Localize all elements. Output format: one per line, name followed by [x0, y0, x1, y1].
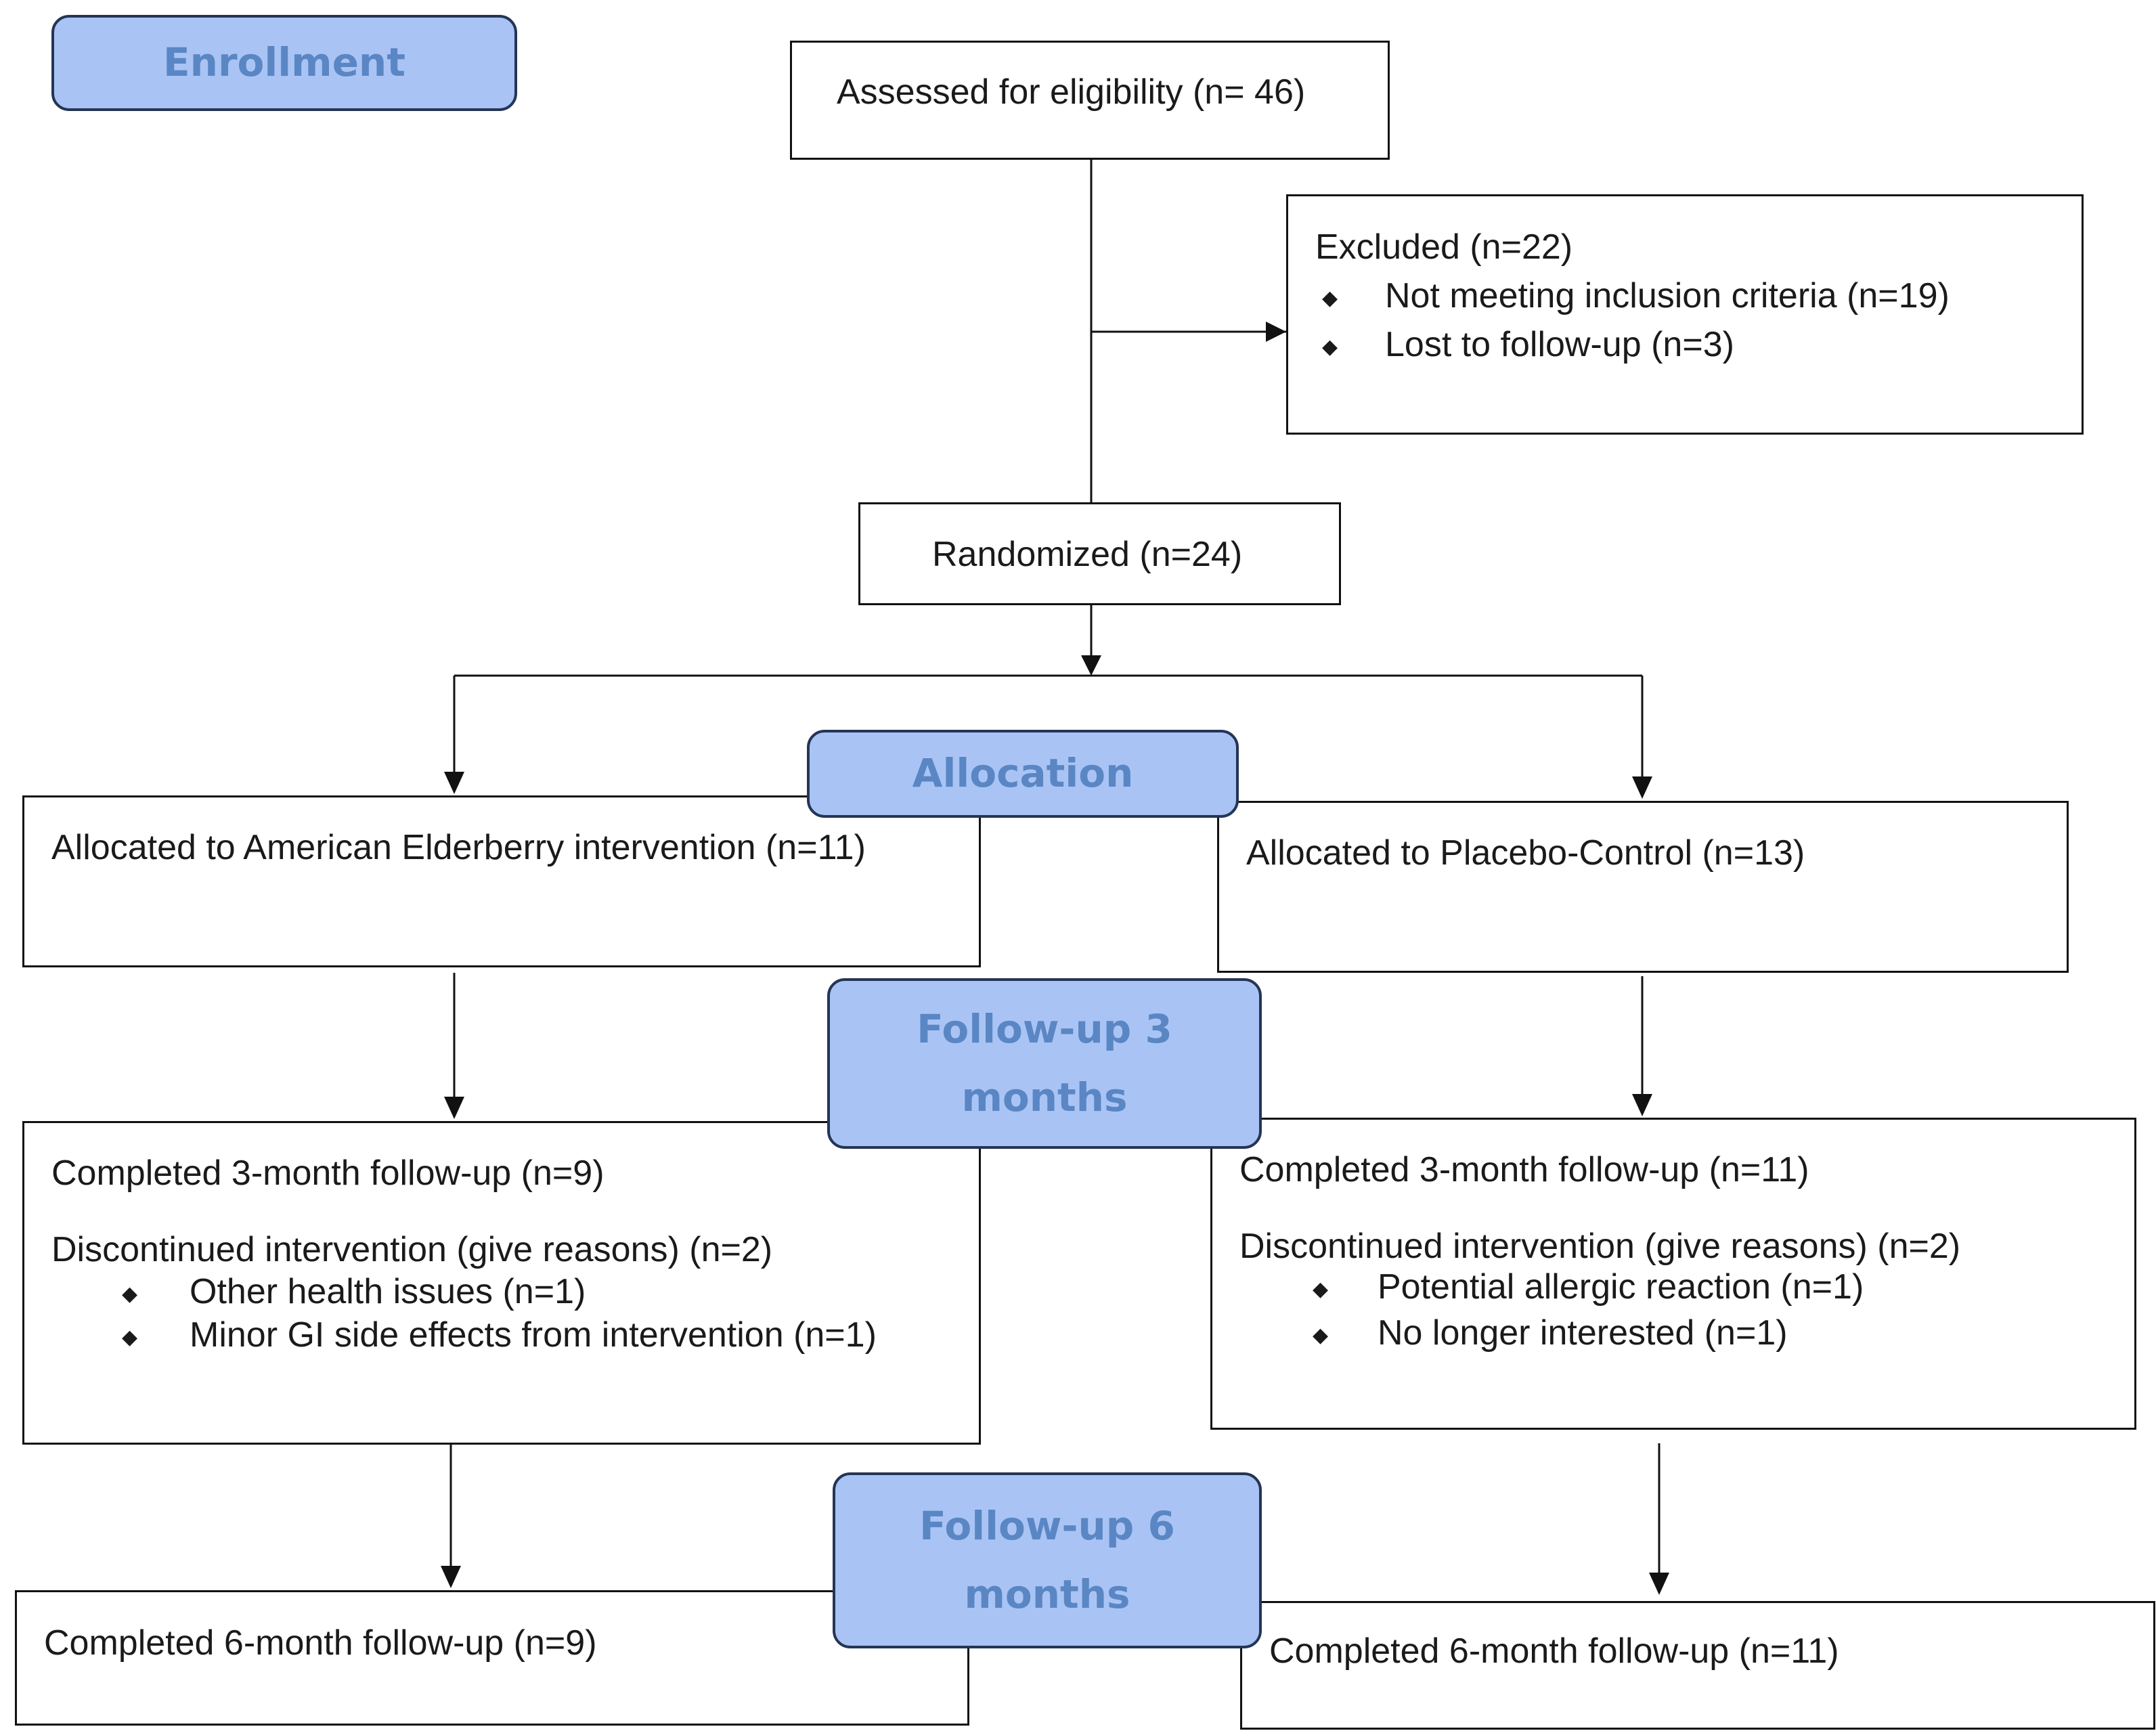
bullet-icon: ◆ — [1322, 287, 1338, 309]
assessed-text: Assessed for eligibility (n= 46) — [837, 72, 1306, 112]
randomized-box: Randomized (n=24) — [858, 502, 1341, 605]
excluded-reason-item: ◆ Lost to follow-up (n=3) — [1315, 324, 1950, 372]
excluded-reasons-list: ◆ Not meeting inclusion criteria (n=19) … — [1315, 275, 1950, 372]
followup-3-months-stage-text: Follow-up 3 months — [917, 1005, 1172, 1121]
elderberry-allocated-text: Allocated to American Elderberry interve… — [51, 828, 866, 867]
placebo-reason-text: No longer interested (n=1) — [1378, 1313, 1788, 1353]
elderberry-reason-text: Minor GI side effects from intervention … — [190, 1315, 877, 1355]
elderberry-6-month-box: Completed 6-month follow-up (n=9) — [15, 1590, 969, 1726]
allocation-stage-text: Allocation — [912, 750, 1134, 797]
elderberry-discontinued-text: Discontinued intervention (give reasons)… — [51, 1230, 773, 1269]
placebo-allocated-box: Allocated to Placebo-Control (n=13) — [1217, 801, 2069, 973]
placebo-6-month-box: Completed 6-month follow-up (n=11) — [1240, 1601, 2155, 1730]
elderberry-reason-item: ◆ Other health issues (n=1) — [51, 1271, 877, 1314]
elderberry-reason-text: Other health issues (n=1) — [190, 1272, 586, 1311]
elderberry-reason-item: ◆ Minor GI side effects from interventio… — [51, 1314, 877, 1357]
arrow-to-elderberry-allocated-head — [444, 772, 464, 794]
bullet-icon: ◆ — [122, 1326, 138, 1349]
arrow-elderberry-6m-head — [441, 1566, 461, 1588]
followup-6-months-stage-text: Follow-up 6 months — [919, 1502, 1175, 1618]
bullet-icon: ◆ — [1322, 336, 1338, 358]
placebo-discontinued-reasons-list: ◆ Potential allergic reaction (n=1) ◆ No… — [1239, 1266, 1864, 1358]
arrow-placebo-6m-head — [1649, 1573, 1669, 1595]
allocation-stage-label: Allocation — [807, 730, 1239, 818]
followup-6-months-stage-label: Follow-up 6 months — [833, 1472, 1262, 1648]
randomized-text: Randomized (n=24) — [932, 535, 1243, 574]
placebo-3-month-box: Completed 3-month follow-up (n=11) Disco… — [1210, 1118, 2136, 1430]
elderberry-discontinued-reasons-list: ◆ Other health issues (n=1) ◆ Minor GI s… — [51, 1271, 877, 1357]
excluded-box: Excluded (n=22) ◆ Not meeting inclusion … — [1286, 194, 2084, 435]
arrow-to-excluded-head — [1266, 322, 1286, 342]
elderberry-completed-3-month-text: Completed 3-month follow-up (n=9) — [51, 1154, 604, 1193]
excluded-reason-item: ◆ Not meeting inclusion criteria (n=19) — [1315, 275, 1950, 324]
enrollment-stage-label: Enrollment — [51, 15, 517, 111]
placebo-reason-text: Potential allergic reaction (n=1) — [1378, 1267, 1864, 1307]
bullet-icon: ◆ — [1313, 1278, 1329, 1300]
placebo-completed-6-month-text: Completed 6-month follow-up (n=11) — [1269, 1631, 1839, 1671]
enrollment-stage-text: Enrollment — [163, 39, 405, 86]
arrow-elderberry-3m-head — [444, 1097, 464, 1119]
elderberry-completed-6-month-text: Completed 6-month follow-up (n=9) — [44, 1623, 597, 1663]
excluded-reason-text: Lost to follow-up (n=3) — [1385, 325, 1734, 364]
assessed-box: Assessed for eligibility (n= 46) — [790, 41, 1390, 160]
excluded-title: Excluded (n=22) — [1315, 227, 1573, 267]
placebo-completed-3-month-text: Completed 3-month follow-up (n=11) — [1239, 1150, 1809, 1189]
placebo-discontinued-text: Discontinued intervention (give reasons)… — [1239, 1227, 1961, 1266]
bullet-icon: ◆ — [122, 1283, 138, 1305]
arrow-to-placebo-allocated-head — [1632, 776, 1652, 799]
placebo-allocated-text: Allocated to Placebo-Control (n=13) — [1246, 833, 1805, 873]
placebo-reason-item: ◆ Potential allergic reaction (n=1) — [1239, 1266, 1864, 1312]
elderberry-allocated-box: Allocated to American Elderberry interve… — [22, 795, 981, 967]
excluded-reason-text: Not meeting inclusion criteria (n=19) — [1385, 276, 1950, 315]
arrow-placebo-3m-head — [1632, 1094, 1652, 1116]
bullet-icon: ◆ — [1313, 1324, 1329, 1346]
arrow-to-split-head — [1081, 655, 1101, 676]
elderberry-3-month-box: Completed 3-month follow-up (n=9) Discon… — [22, 1121, 981, 1445]
placebo-reason-item: ◆ No longer interested (n=1) — [1239, 1312, 1864, 1358]
followup-3-months-stage-label: Follow-up 3 months — [827, 978, 1262, 1149]
